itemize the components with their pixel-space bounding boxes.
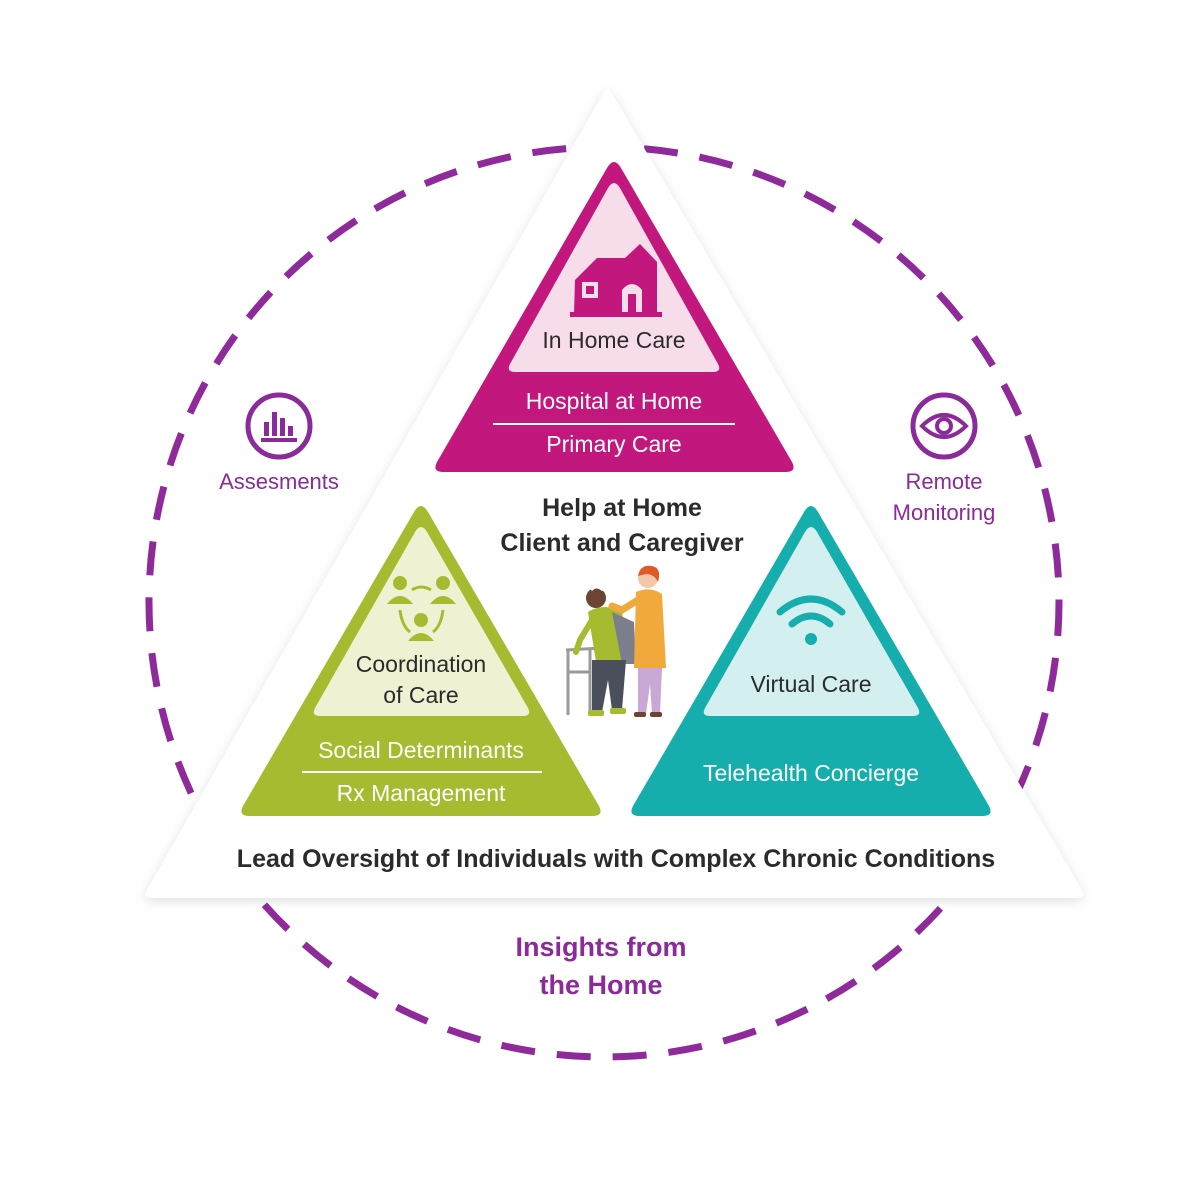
right-item-1: Telehealth Concierge (703, 760, 919, 786)
caregiver-illustration (565, 565, 666, 717)
base-label: Lead Oversight of Individuals with Compl… (237, 845, 995, 873)
left-item-2: Rx Management (337, 780, 506, 806)
center-title-line-2: Client and Caregiver (500, 529, 743, 557)
left-item-1: Social Determinants (318, 737, 524, 763)
segment-virtual-care: Virtual Care Telehealth Concierge (631, 506, 991, 816)
center-title-line-1: Help at Home (542, 494, 702, 522)
people-network-icon (387, 576, 456, 641)
top-item-2: Primary Care (546, 431, 681, 457)
remote-monitoring-node: Remote Monitoring (893, 392, 996, 525)
insights-label-line-1: Insights from (515, 932, 686, 962)
assessments-node: Assesments (219, 392, 339, 494)
walker-illustration (565, 646, 603, 715)
remote-monitoring-label-line-1: Remote (905, 469, 982, 494)
insights-label-line-2: the Home (539, 970, 662, 1000)
segment-in-home-care: In Home Care Hospital at Home Primary Ca… (435, 162, 794, 472)
eye-icon (910, 392, 978, 460)
left-title-line-1: Coordination (356, 651, 486, 677)
top-title: In Home Care (542, 327, 685, 353)
top-item-1: Hospital at Home (526, 388, 702, 414)
segment-right-inner-triangle (703, 527, 920, 716)
wifi-icon (776, 595, 846, 645)
segment-coordination-of-care: Coordination of Care Social Determinants… (241, 506, 601, 816)
left-title-line-2: of Care (383, 682, 458, 708)
assessments-label: Assesments (219, 469, 339, 494)
remote-monitoring-label-line-2: Monitoring (893, 500, 996, 525)
house-icon (570, 244, 662, 317)
right-title: Virtual Care (750, 671, 871, 697)
bar-chart-icon (245, 392, 313, 460)
